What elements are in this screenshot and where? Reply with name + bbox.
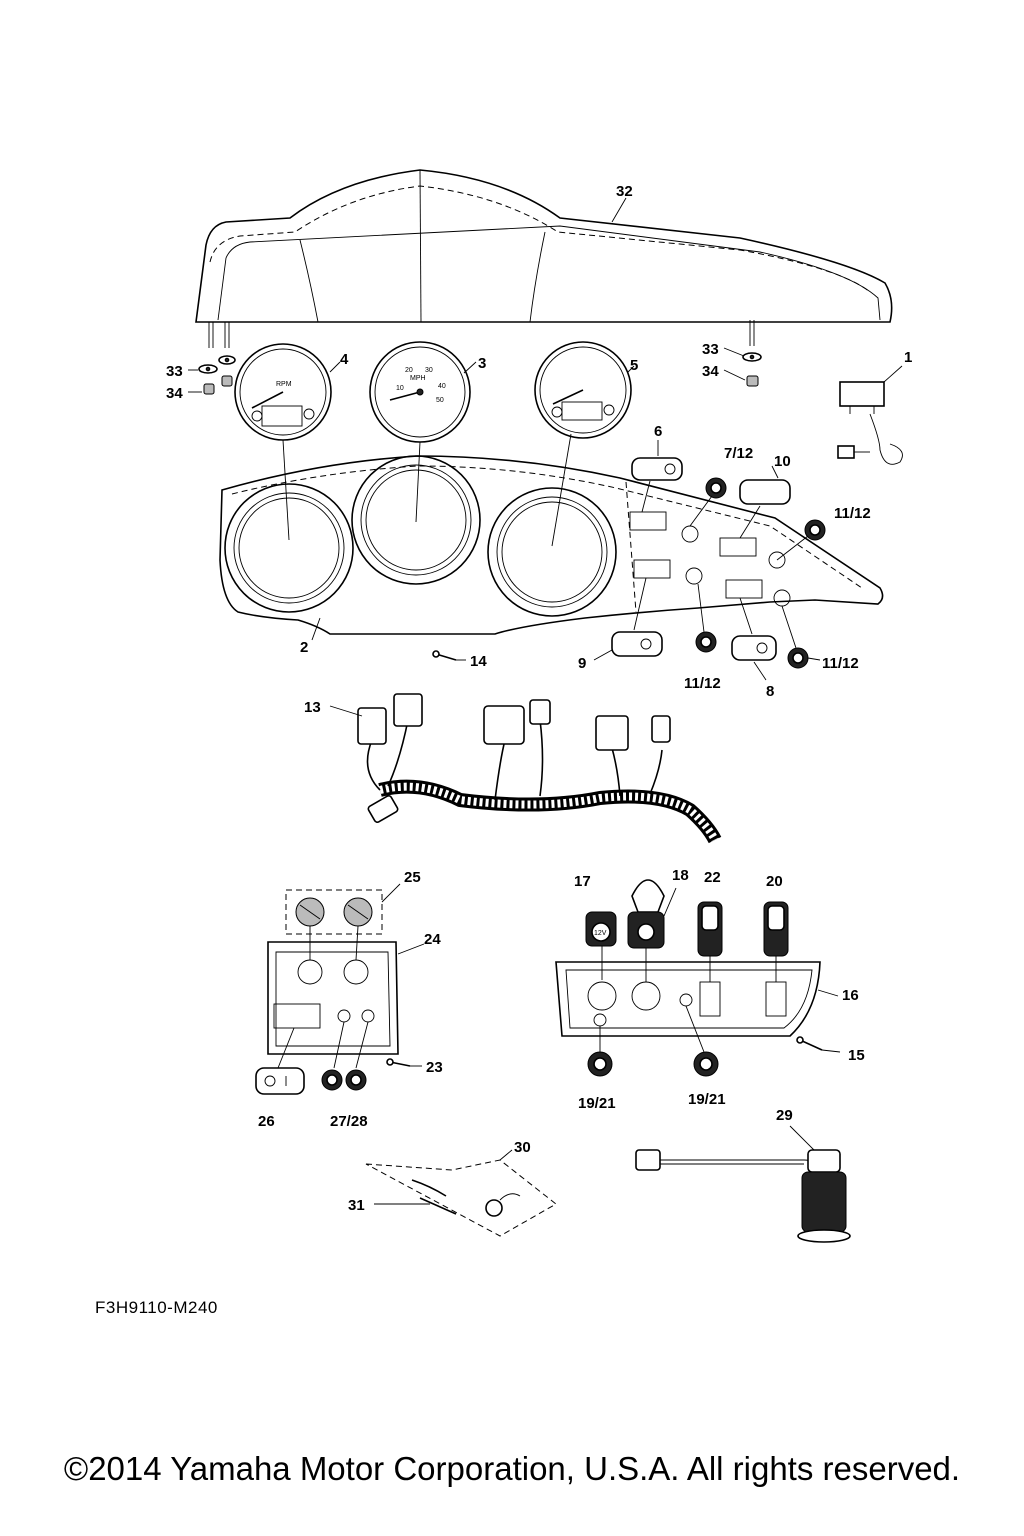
callout-8: 8: [766, 683, 774, 700]
tachometer-left: RPM: [234, 343, 341, 441]
speedometer: MPH 10 20 30 40 50: [369, 341, 477, 443]
part-code: F3H9110-M240: [95, 1298, 218, 1317]
callout-11-12-b: 11/12: [684, 675, 721, 692]
callout-25: 25: [404, 869, 421, 886]
callout-4: 4: [340, 351, 349, 368]
wiring-harness: [329, 693, 722, 844]
callout-34-a: 34: [166, 385, 183, 402]
callout-27-28: 27/28: [330, 1113, 368, 1130]
callout-10: 10: [774, 453, 791, 470]
callout-14: 14: [470, 653, 487, 670]
callout-16: 16: [842, 987, 859, 1004]
callout-32: 32: [616, 183, 633, 200]
kit-30-31: [365, 1149, 557, 1237]
callout-33-a: 33: [166, 363, 183, 380]
callout-3: 3: [478, 355, 486, 372]
washers-and-nuts: [188, 347, 762, 395]
callout-34-b: 34: [702, 363, 719, 380]
module-1: [837, 365, 903, 465]
speedo-tick-10: 10: [396, 385, 404, 392]
callout-31: 31: [348, 1197, 365, 1214]
switch-20: [763, 901, 789, 982]
callout-19-21-b: 19/21: [688, 1091, 726, 1108]
callout-1: 1: [904, 349, 912, 366]
left-panel: [267, 883, 425, 1069]
speedo-tick-40: 40: [438, 383, 446, 390]
screw-14: [432, 650, 466, 661]
plugs-19-21: [587, 1005, 719, 1077]
callout-29: 29: [776, 1107, 793, 1124]
right-panel: [555, 961, 839, 1037]
socket-label: 12V: [594, 930, 607, 937]
callout-6: 6: [654, 423, 662, 440]
tacho-unit-label: RPM: [276, 381, 292, 388]
callout-11-12-c: 11/12: [822, 655, 859, 672]
callout-26: 26: [258, 1113, 275, 1130]
switch-22: [697, 901, 723, 982]
switch-10: [739, 465, 791, 539]
dash-cover: [195, 169, 893, 348]
speedo-unit-label: MPH: [410, 375, 426, 382]
plugs-27-28: [321, 1069, 367, 1091]
instrument-panel: [219, 455, 884, 641]
callout-9: 9: [578, 655, 586, 672]
callout-2: 2: [300, 639, 308, 656]
callout-30: 30: [514, 1139, 531, 1156]
switch-6: [631, 440, 683, 513]
callout-15: 15: [848, 1047, 865, 1064]
usb-socket-18: [627, 879, 677, 982]
switch-8: [731, 597, 777, 681]
socket-17: 12V: [585, 911, 617, 980]
tachometer-right: [534, 341, 635, 439]
callout-19-21-a: 19/21: [578, 1095, 616, 1112]
switch-9: [593, 577, 663, 661]
callout-24: 24: [424, 931, 441, 948]
callout-20: 20: [766, 873, 783, 890]
speedo-tick-20: 20: [405, 367, 413, 374]
screw-15: [796, 1036, 841, 1053]
speedo-tick-50: 50: [436, 397, 444, 404]
callout-33-b: 33: [702, 341, 719, 358]
callout-5: 5: [630, 357, 638, 374]
callout-18: 18: [672, 867, 689, 884]
callout-11-12-a: 11/12: [834, 505, 871, 522]
plugs: [689, 477, 826, 669]
callout-7-12: 7/12: [724, 445, 753, 462]
speedo-tick-30: 30: [425, 367, 433, 374]
screw-23: [386, 1058, 422, 1067]
callout-13: 13: [304, 699, 321, 716]
callout-23: 23: [426, 1059, 443, 1076]
transducer-29: [635, 1125, 851, 1243]
callout-17: 17: [574, 873, 591, 890]
copyright-notice: ©2014 Yamaha Motor Corporation, U.S.A. A…: [63, 1450, 961, 1487]
switch-26: [255, 1067, 305, 1095]
callout-22: 22: [704, 869, 721, 886]
